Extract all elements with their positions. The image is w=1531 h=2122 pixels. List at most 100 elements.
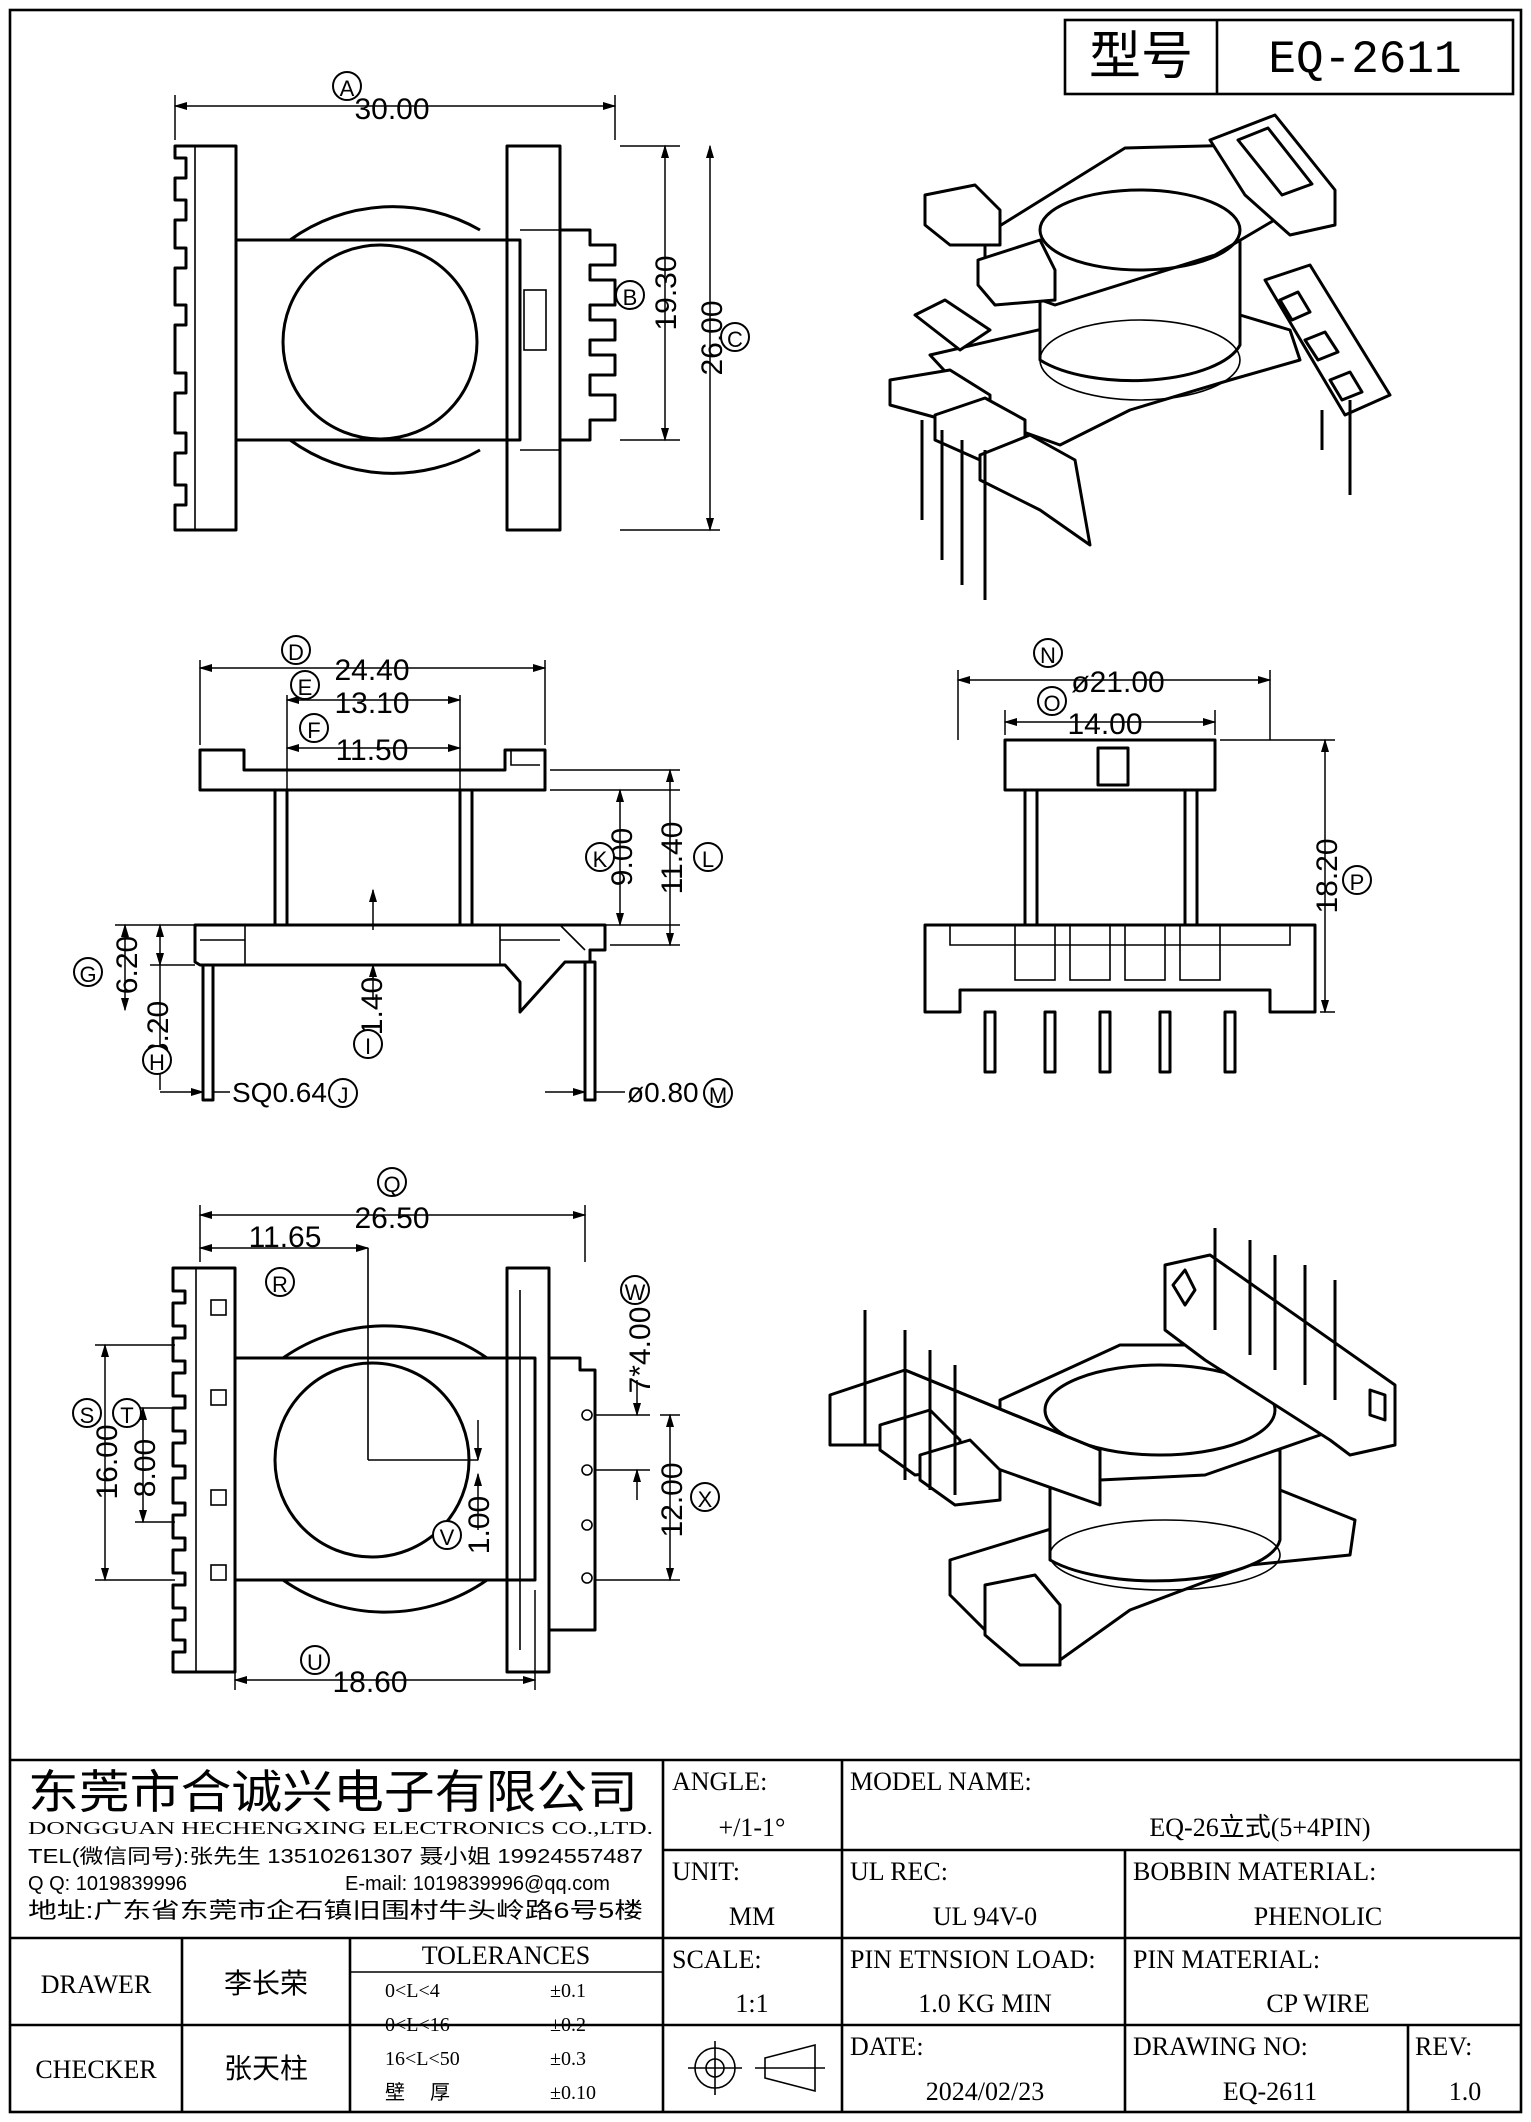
checker-value: 张天柱 (224, 2053, 308, 2084)
tolerance-value: ±0.3 (550, 2048, 586, 2070)
drawer-label: DRAWER (41, 1970, 152, 1999)
iso-view-bottom (828, 1228, 1397, 1667)
model-header: 型号 EQ-2611 (1063, 18, 1515, 96)
ul-rec-value: UL 94V-0 (933, 1902, 1037, 1931)
dim-o-tag: O (1043, 691, 1060, 716)
dim-x-tag: X (698, 1487, 713, 1512)
dim-g-value: 6.20 (111, 936, 144, 994)
front-view (193, 748, 607, 1102)
drawing-no-label: DRAWING NO: (1133, 2032, 1308, 2061)
dim-t-tag: T (120, 1403, 133, 1428)
dim-b-value: 19.30 (650, 255, 683, 330)
dim-j-value: SQ0.64 (232, 1077, 327, 1108)
pin-material-label: PIN MATERIAL: (1133, 1945, 1320, 1974)
dim-i-tag: I (365, 1034, 371, 1059)
model-name-label: MODEL NAME: (850, 1767, 1032, 1796)
scale-value: 1:1 (735, 1989, 768, 2018)
bobbin-material-value: PHENOLIC (1254, 1902, 1383, 1931)
title-block: 东莞市合诚兴电子有限公司 DONGGUAN HECHENGXING ELECTR… (10, 1758, 1521, 2112)
bobbin-material-label: BOBBIN MATERIAL: (1133, 1857, 1376, 1886)
date-label: DATE: (850, 2032, 924, 2061)
dim-f-value: 11.50 (336, 734, 409, 767)
company-address: 地址:广东省东莞市企石镇旧围村牛头岭路6号5楼 (28, 1898, 643, 1923)
dim-a-value: 30.00 (354, 93, 429, 126)
model-header-label: 型号 (1089, 28, 1193, 86)
dim-e-tag: E (298, 675, 313, 700)
dim-t-value: 8.00 (129, 1439, 162, 1497)
model-name-value: EQ-26立式(5+4PIN) (1149, 1813, 1370, 1842)
side-view-dims: ø21.00 N 14.00 O 18.20 P (956, 638, 1372, 1014)
bottom-view (171, 1248, 597, 1674)
dim-l-value: 11.40 (656, 822, 689, 895)
dim-p-tag: P (1350, 870, 1365, 895)
front-view-dims: 24.40 D 13.10 E 11.50 F 9.00 K 11.40 L 6… (73, 635, 733, 1108)
company-tel: TEL(微信同号):张先生 13510261307 聂小姐 1992455748… (28, 1845, 643, 1868)
tolerances-label: TOLERANCES (422, 1941, 591, 1970)
dim-v-tag: V (440, 1525, 455, 1550)
dim-w-value: 7*4.00 (624, 1307, 657, 1394)
dim-b-tag: B (623, 285, 638, 310)
tolerance-value: ±0.2 (550, 2014, 586, 2036)
rev-value: 1.0 (1449, 2077, 1482, 2106)
unit-value: MM (729, 1902, 775, 1931)
tolerance-range: 壁 厚 (385, 2081, 450, 2104)
dim-u-value: 18.60 (332, 1666, 407, 1699)
dim-x-value: 12.00 (656, 1462, 689, 1537)
sheet-border (8, 8, 1523, 2114)
angle-label: ANGLE: (672, 1767, 767, 1796)
tolerance-value: ±0.1 (550, 1980, 586, 2002)
dim-h-tag: H (149, 1050, 165, 1075)
dim-r-value: 11.65 (249, 1221, 322, 1254)
angle-value: +/1-1° (719, 1813, 786, 1842)
company-email: E-mail: 1019839996@qq.com (345, 1873, 610, 1895)
tolerance-range: 0<L<16 (385, 2014, 450, 2036)
dim-a-tag-circle (332, 71, 362, 101)
tolerance-range: 16<L<50 (385, 2048, 460, 2070)
dim-i-value: 1.40 (356, 977, 389, 1035)
tolerance-range: 0<L<4 (385, 1980, 440, 2002)
tolerance-value: ±0.10 (550, 2082, 596, 2104)
dim-j-tag: J (338, 1083, 349, 1108)
dim-p-value: 18.20 (1311, 838, 1344, 913)
dim-r-tag: R (272, 1272, 288, 1297)
bottom-view-dims: 26.50 Q 11.65 R 18.60 U 16.00 S 8.00 T 1… (72, 1167, 720, 1699)
dim-u-tag: U (307, 1650, 323, 1675)
dim-s-value: 16.00 (91, 1424, 124, 1499)
iso-view-top (888, 113, 1392, 600)
date-value: 2024/02/23 (926, 2077, 1044, 2106)
ul-rec-label: UL REC: (850, 1857, 948, 1886)
dim-q-tag: Q (383, 1172, 400, 1197)
model-header-value: EQ-2611 (1268, 34, 1461, 86)
dim-n-tag: N (1040, 643, 1056, 668)
dim-c-tag: C (727, 327, 743, 352)
company-name-cn: 东莞市合诚兴电子有限公司 (28, 1766, 638, 1818)
projection-symbol (688, 2041, 825, 2095)
dim-o-value: 14.00 (1067, 708, 1142, 741)
rev-label: REV: (1415, 2032, 1472, 2061)
pin-material-value: CP WIRE (1266, 1989, 1369, 2018)
dim-g-tag: G (79, 962, 96, 987)
top-view-dims: 30.00 A 19.30 B 26.00 C (173, 71, 750, 532)
unit-label: UNIT: (672, 1857, 740, 1886)
checker-label: CHECKER (35, 2055, 157, 2084)
side-view (923, 738, 1317, 1074)
top-view (173, 144, 617, 532)
dim-d-tag: D (288, 640, 304, 665)
pin-tension-label: PIN ETNSION LOAD: (850, 1945, 1096, 1974)
drawer-value: 李长荣 (224, 1968, 308, 1999)
dim-m-tag: M (709, 1083, 727, 1108)
dim-w-tag: W (625, 1280, 646, 1305)
company-qq: Q Q: 1019839996 (28, 1873, 187, 1895)
company-name-en: DONGGUAN HECHENGXING ELECTRONICS CO.,LTD… (28, 1818, 653, 1838)
dim-v-value: 1.00 (463, 1496, 496, 1554)
drawing-no-value: EQ-2611 (1223, 2077, 1317, 2106)
dim-e-value: 13.10 (334, 687, 409, 720)
dim-l-tag: L (702, 847, 714, 872)
dim-a-tag: A (340, 76, 355, 101)
scale-label: SCALE: (672, 1945, 762, 1974)
pin-tension-value: 1.0 KG MIN (918, 1989, 1052, 2018)
dim-f-tag: F (307, 718, 320, 743)
dim-m-value: ø0.80 (627, 1077, 699, 1108)
dim-n-value: ø21.00 (1071, 666, 1164, 699)
